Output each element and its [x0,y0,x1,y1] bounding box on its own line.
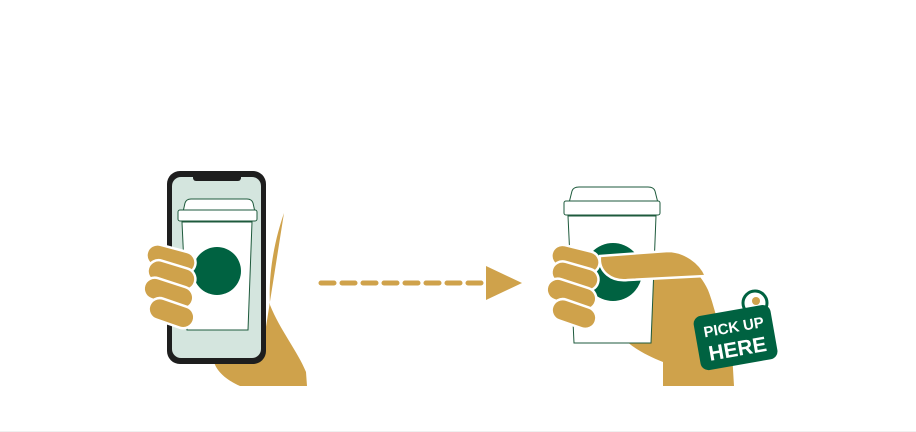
phone-notch [193,173,241,181]
cup-lid-rim [563,200,661,216]
tag-loop-detail [752,297,760,305]
pick-up-here-tag-icon: PICK UP HERE [693,289,778,371]
arrow-head [486,266,522,300]
right-hand-fingers [545,243,601,331]
left-hand-palm [213,213,307,386]
right-hand-thumb [598,249,708,282]
left-hand-fingers [142,243,197,330]
dashed-arrow-icon [318,266,522,300]
screen-cup-logo [193,247,241,295]
screen-cup-lid [182,198,256,213]
tag-body [693,304,778,371]
hand-holding-phone-icon [142,171,307,386]
screen-cup-lid-rim [177,209,258,222]
cup-lid [568,186,659,204]
